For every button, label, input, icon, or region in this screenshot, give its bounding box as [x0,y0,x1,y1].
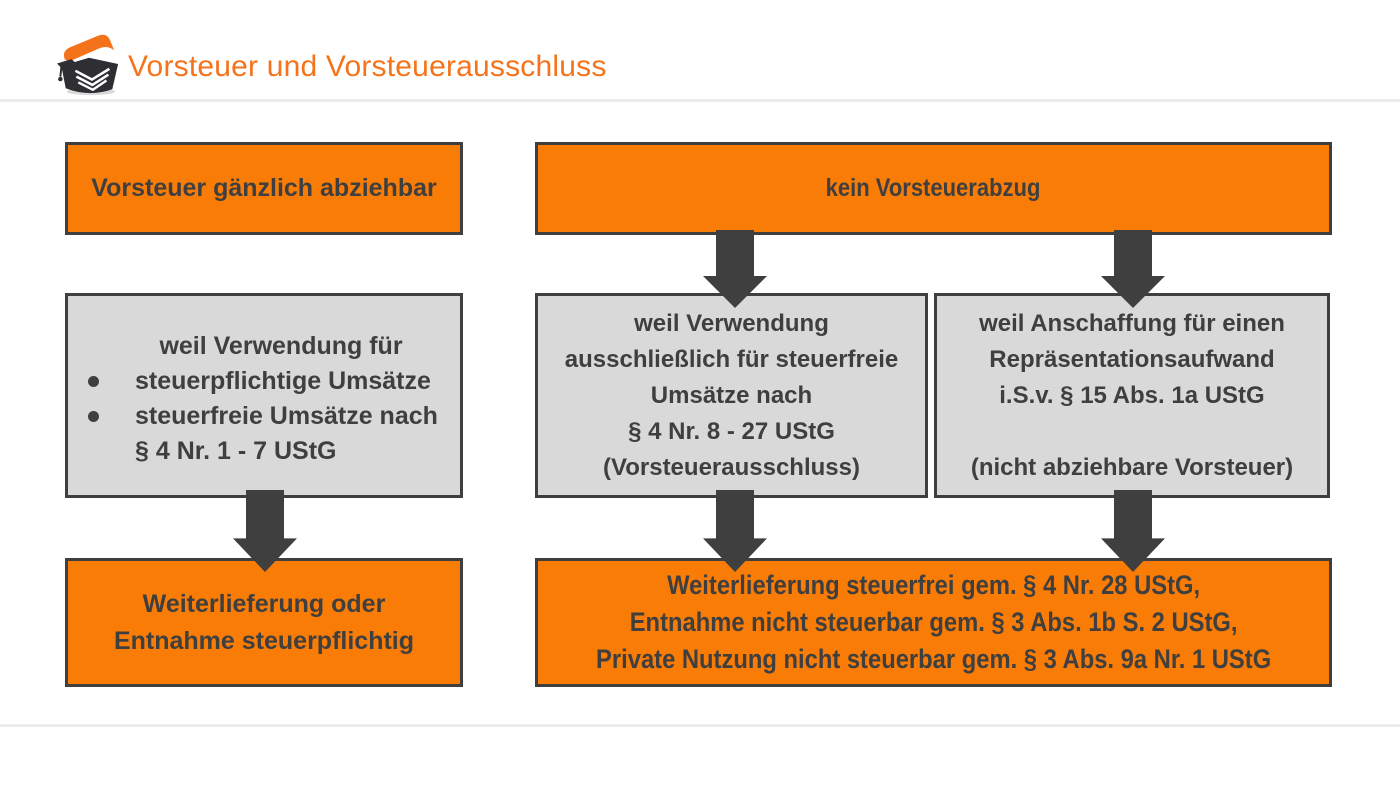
bullet-icon [88,376,99,387]
box-label: Weiterlieferung oder Entnahme steuerpfli… [113,589,415,655]
arrow-down-icon [233,490,297,572]
box-label: kein Vorsteuerabzug [826,174,1041,202]
bullet-label: steuerfreie Umsätze nach § 4 Nr. 1 - 7 U… [135,402,438,465]
box-reason-abziehbar: weil Verwendung für steuerpflichtige Ums… [65,293,463,498]
box-label: weil Verwendung ausschließlich für steue… [564,309,899,481]
box-reason-repraesentationsaufwand: weil Anschaffung für einen Repräsentatio… [934,293,1330,498]
graduation-cap-book-logo-icon [56,32,122,98]
header-divider [0,99,1400,102]
arrow-down-icon [703,230,767,308]
reason-intro: weil Verwendung für [159,332,403,360]
box-label: weil Anschaffung für einen Repräsentatio… [970,309,1294,481]
logo-book [61,57,119,94]
box-label: Weiterlieferung steuerfrei gem. § 4 Nr. … [595,570,1272,674]
box-reason-steuerfreie-umsaetze: weil Verwendung ausschließlich für steue… [535,293,928,498]
logo-tassel [58,76,63,82]
bullet-icon [88,411,99,422]
list-item: steuerfreie Umsätze nach § 4 Nr. 1 - 7 U… [68,399,460,469]
box-vorsteuer-abziehbar: Vorsteuer gänzlich abziehbar [65,142,463,235]
footer-divider [0,724,1400,727]
page-title: Vorsteuer und Vorsteuerausschluss [128,50,607,83]
arrow-down-icon [1101,230,1165,308]
bullet-label: steuerpflichtige Umsätze [135,367,431,395]
box-result-steuerpflichtig: Weiterlieferung oder Entnahme steuerpfli… [65,558,463,687]
arrow-down-icon [1101,490,1165,572]
arrow-down-icon [703,490,767,572]
box-kein-vorsteuerabzug: kein Vorsteuerabzug [535,142,1332,235]
box-result-steuerfrei: Weiterlieferung steuerfrei gem. § 4 Nr. … [535,558,1332,687]
box-label: Vorsteuer gänzlich abziehbar [91,174,437,202]
list-item: steuerpflichtige Umsätze [68,364,460,399]
logo-mortarboard [56,59,79,71]
logo-swoosh [63,34,115,61]
